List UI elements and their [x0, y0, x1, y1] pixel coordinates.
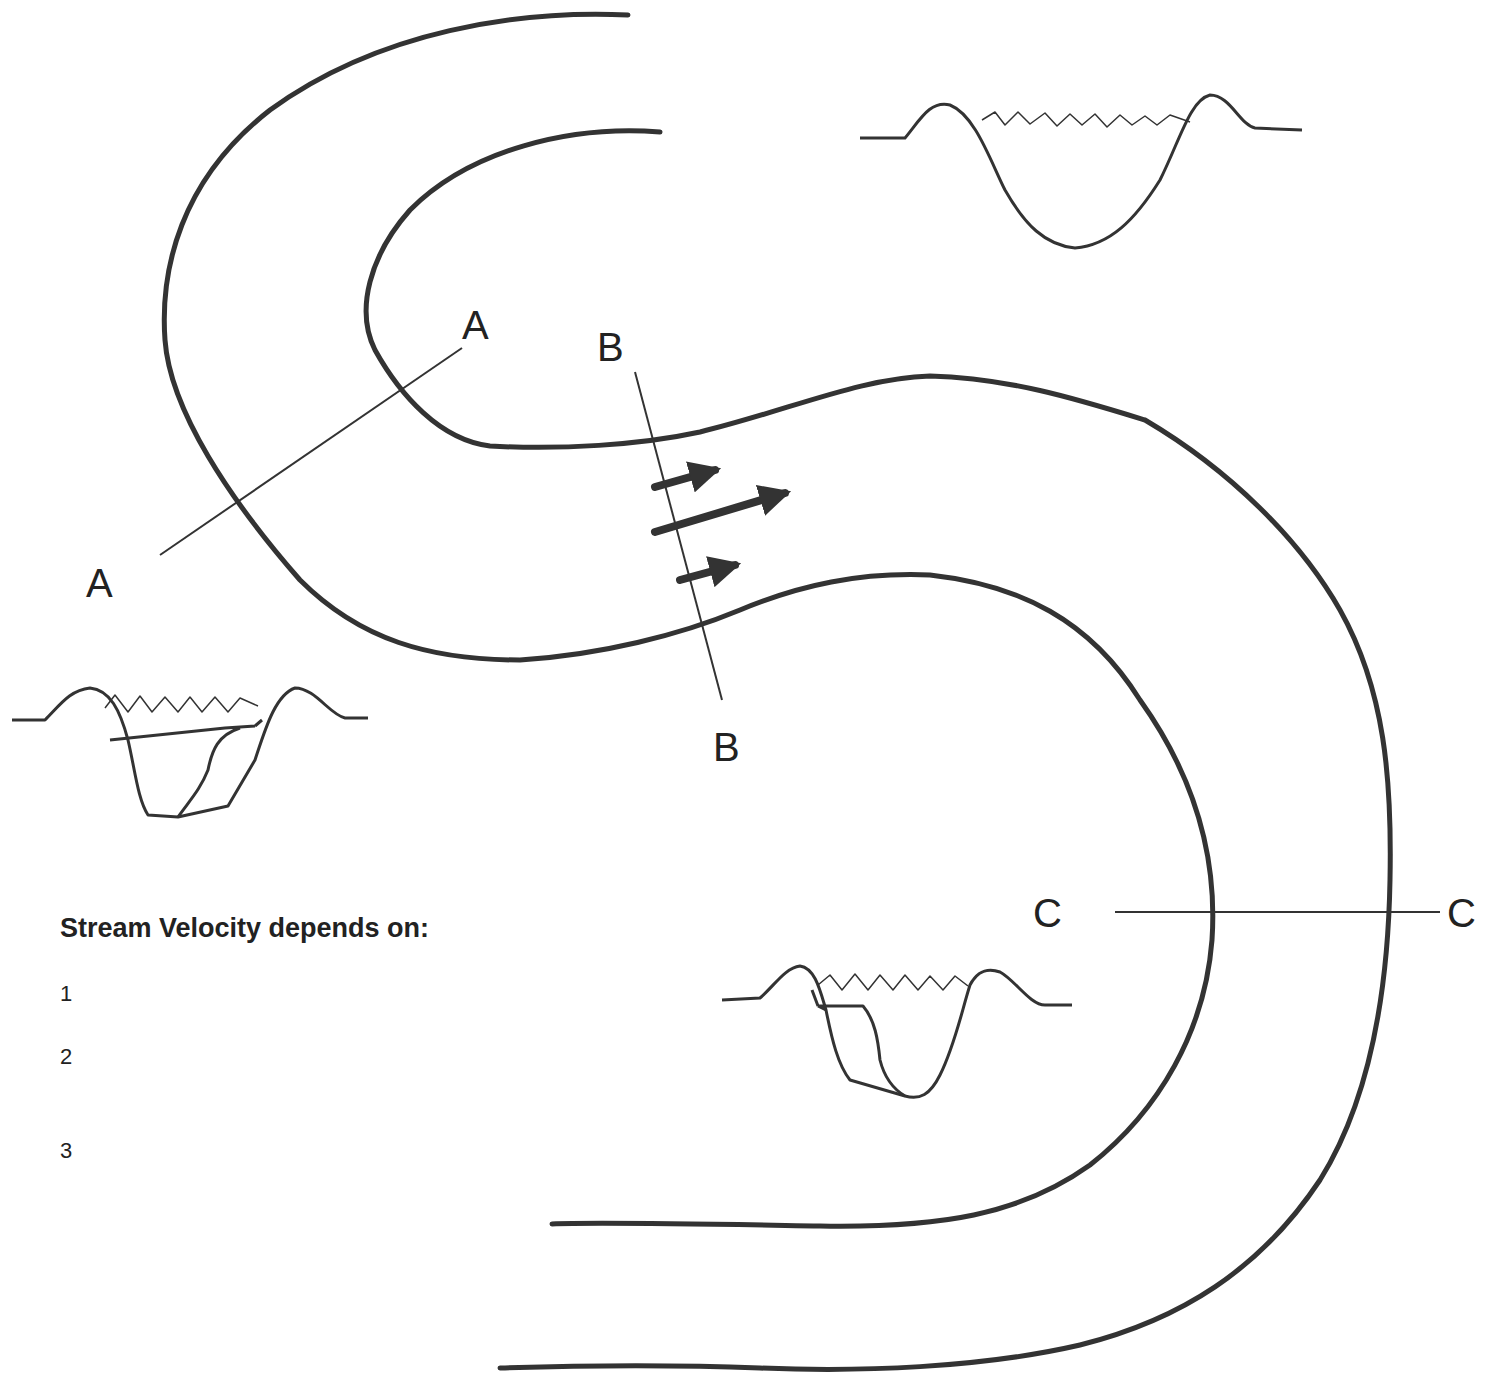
section-label: C: [1447, 893, 1476, 933]
section-label: A: [86, 563, 113, 603]
cross-section-a: [12, 688, 368, 817]
outer-bank: [164, 14, 1213, 1226]
cross-section-c: [722, 966, 1072, 1097]
list-number: 3: [60, 1140, 72, 1162]
velocity-arrow: [655, 470, 715, 487]
section-line-b: [635, 372, 722, 700]
section-label: C: [1033, 893, 1062, 933]
heading-text: Stream Velocity depends on:: [60, 915, 429, 942]
section-label: B: [597, 327, 624, 367]
velocity-arrow: [680, 565, 735, 580]
section-label: A: [462, 305, 489, 345]
list-number: 1: [60, 983, 72, 1005]
list-number: 2: [60, 1046, 72, 1068]
cross-section-b: [860, 95, 1302, 248]
section-line-c: [1115, 911, 1440, 913]
section-line-a: [160, 348, 462, 555]
section-label: B: [713, 727, 740, 767]
velocity-arrow: [655, 493, 785, 532]
inner-bank: [366, 131, 1390, 1370]
